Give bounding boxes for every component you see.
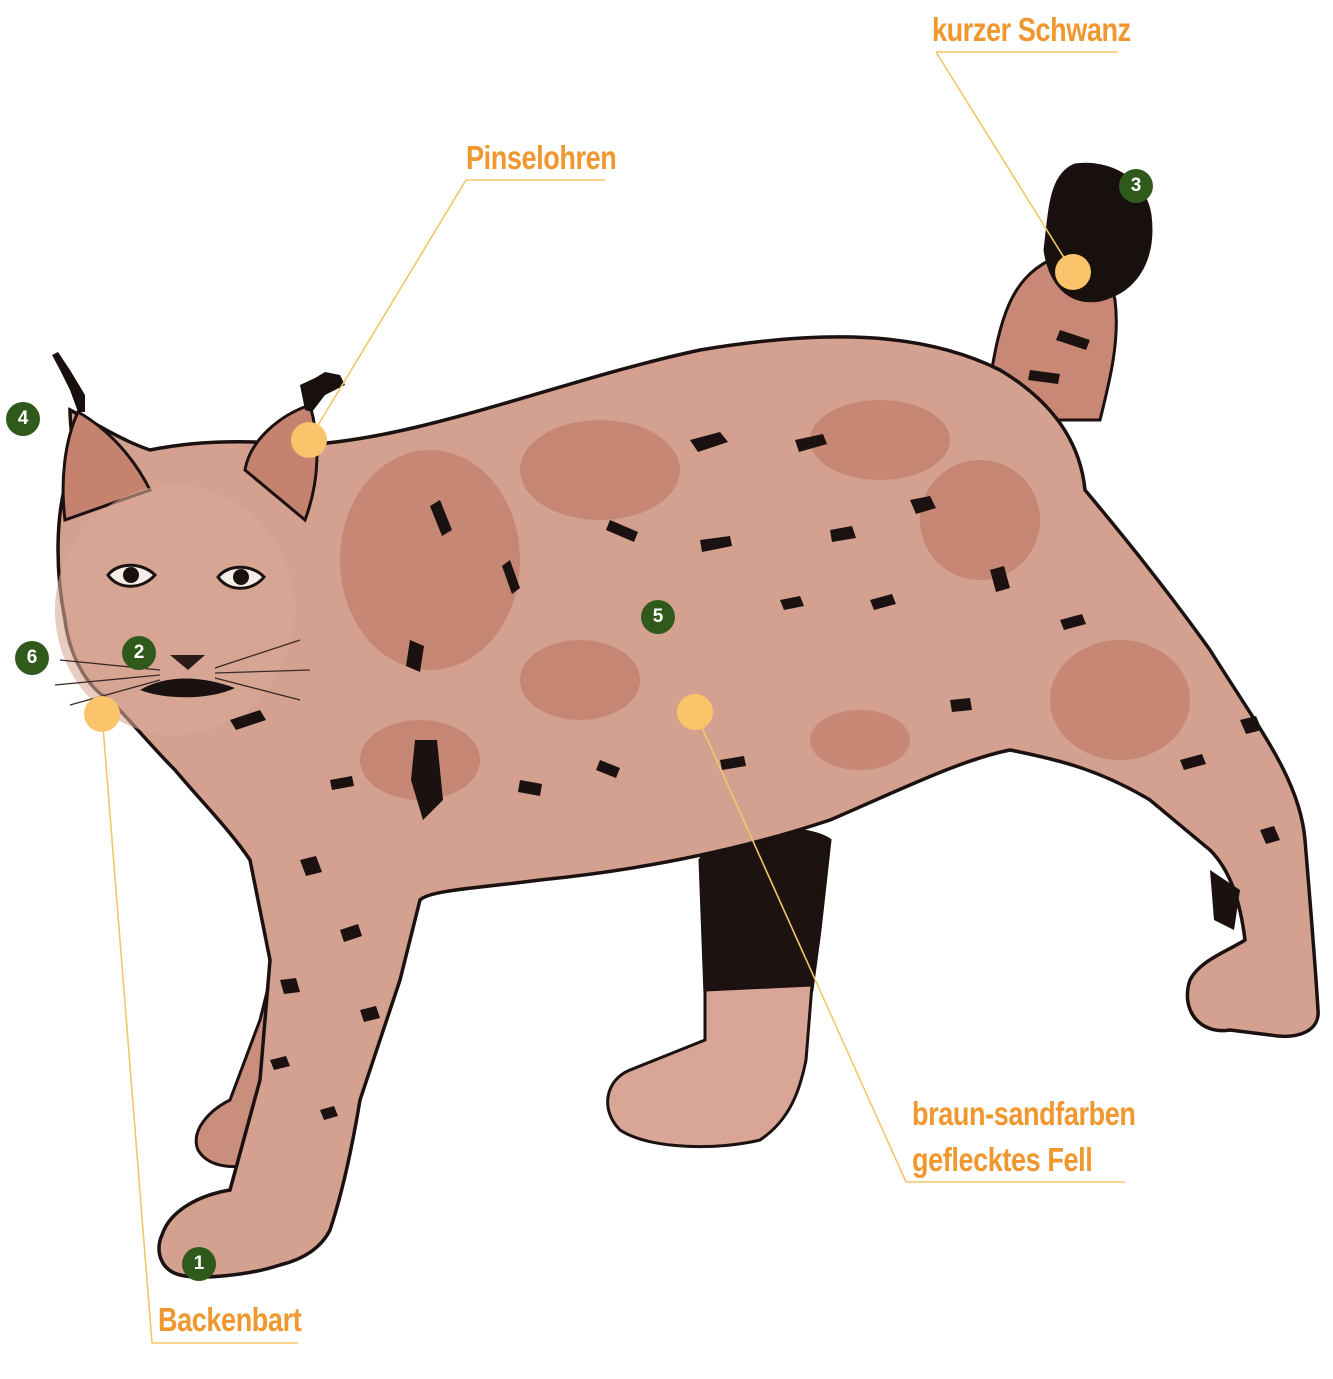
label-tail: kurzer Schwanz — [932, 10, 1131, 50]
marker-2[interactable]: 2 — [122, 636, 156, 670]
hotspot-tail[interactable] — [1055, 254, 1091, 290]
marker-6[interactable]: 6 — [15, 641, 49, 675]
marker-3[interactable]: 3 — [1119, 169, 1153, 203]
far-hind-leg — [608, 830, 830, 1147]
hotspot-fur[interactable] — [677, 694, 713, 730]
label-fur-line2: geflecktes Fell — [912, 1140, 1092, 1180]
label-whiskers: Backenbart — [158, 1300, 301, 1340]
marker-1[interactable]: 1 — [182, 1247, 216, 1281]
label-ears: Pinselohren — [466, 138, 616, 178]
hotspot-whiskers[interactable] — [84, 696, 120, 732]
marker-4[interactable]: 4 — [6, 402, 40, 436]
hotspot-ears[interactable] — [291, 422, 327, 458]
marker-5[interactable]: 5 — [641, 600, 675, 634]
label-fur-line1: braun-sandfarben — [912, 1094, 1135, 1134]
